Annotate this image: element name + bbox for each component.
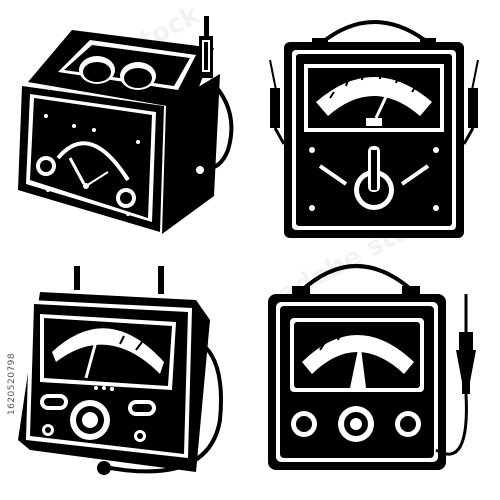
multimeter-box-icon bbox=[18, 16, 234, 234]
voltmeter-icon bbox=[269, 20, 479, 238]
analog-meter-icon bbox=[268, 264, 476, 470]
stock-id-label: 1620520798 bbox=[7, 352, 17, 416]
portable-meter-icon bbox=[18, 266, 223, 475]
